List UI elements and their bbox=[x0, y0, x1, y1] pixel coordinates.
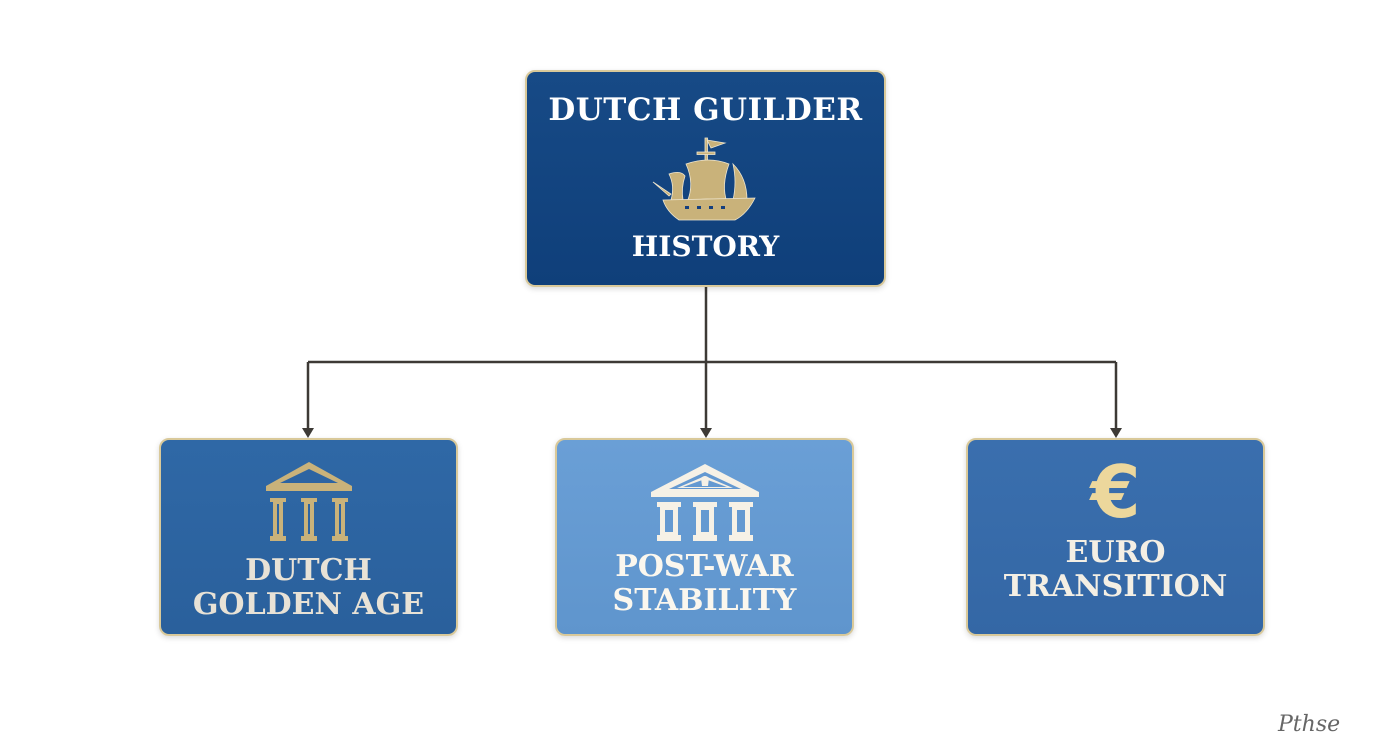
signature-watermark: Pthse bbox=[1278, 712, 1341, 737]
classical-building-icon bbox=[265, 462, 352, 541]
arrow-head-2 bbox=[700, 428, 712, 438]
sailing-ship-icon bbox=[652, 137, 756, 221]
node-label-line1: POST-WAR bbox=[615, 549, 794, 584]
bank-building-icon bbox=[650, 464, 759, 541]
arrow-head-1 bbox=[302, 428, 314, 438]
node-label-line1: DUTCH bbox=[245, 553, 372, 588]
node-euro-transition[interactable]: € EURO TRANSITION bbox=[966, 438, 1265, 636]
node-label-line2: TRANSITION bbox=[1003, 569, 1228, 604]
node-label-line1: EURO bbox=[1065, 535, 1166, 570]
root-subtitle: HISTORY bbox=[631, 230, 780, 263]
euro-icon: € bbox=[1090, 450, 1141, 534]
node-dutch-golden-age[interactable]: DUTCH GOLDEN AGE bbox=[159, 438, 458, 636]
root-node-dutch-guilder-history[interactable]: DUTCH GUILDER HISTORY bbox=[525, 70, 886, 287]
node-label-line2: GOLDEN AGE bbox=[192, 587, 425, 622]
arrow-head-3 bbox=[1110, 428, 1122, 438]
root-title: DUTCH GUILDER bbox=[548, 92, 863, 128]
node-label-line2: STABILITY bbox=[612, 583, 797, 618]
node-post-war-stability[interactable]: POST-WAR STABILITY bbox=[555, 438, 854, 636]
